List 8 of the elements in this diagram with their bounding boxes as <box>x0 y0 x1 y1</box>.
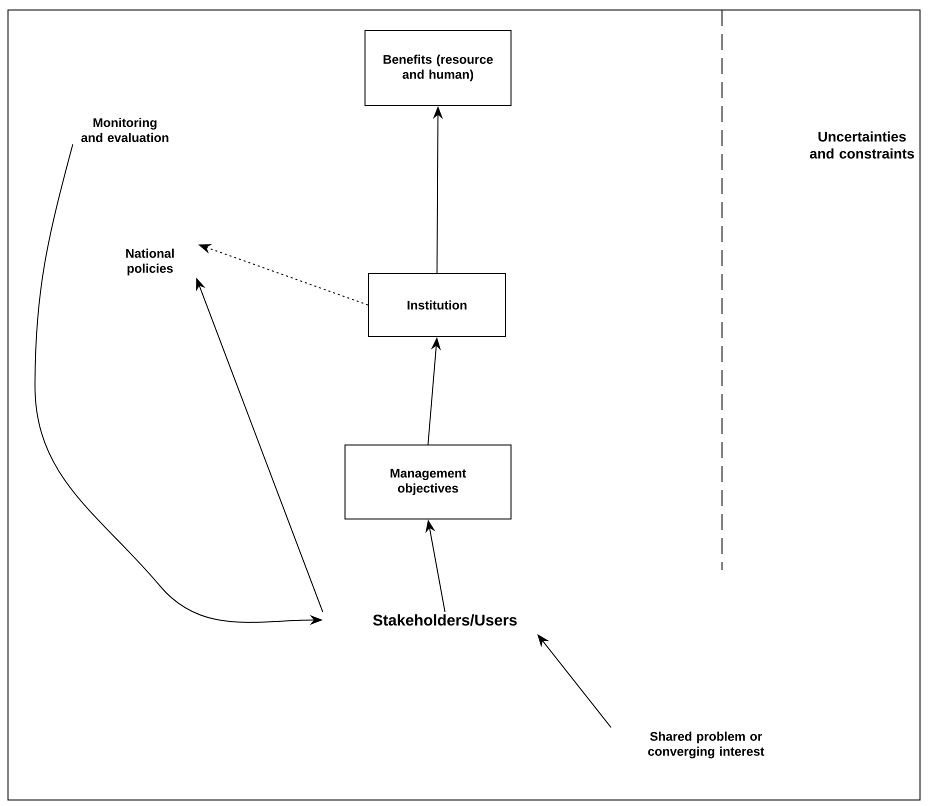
node-text: National policies <box>126 248 174 276</box>
node-text: Stakeholders/Users <box>373 614 517 626</box>
node-text: Shared problem or converging interest <box>648 732 764 758</box>
process-box: Benefits (resource and human) <box>364 30 512 106</box>
node-text: Monitoring and evaluation <box>81 118 168 142</box>
note-text: Uncertainties and constraints <box>810 131 914 159</box>
process-box: Management objectives <box>344 444 512 520</box>
process-box: Institution <box>368 273 506 337</box>
